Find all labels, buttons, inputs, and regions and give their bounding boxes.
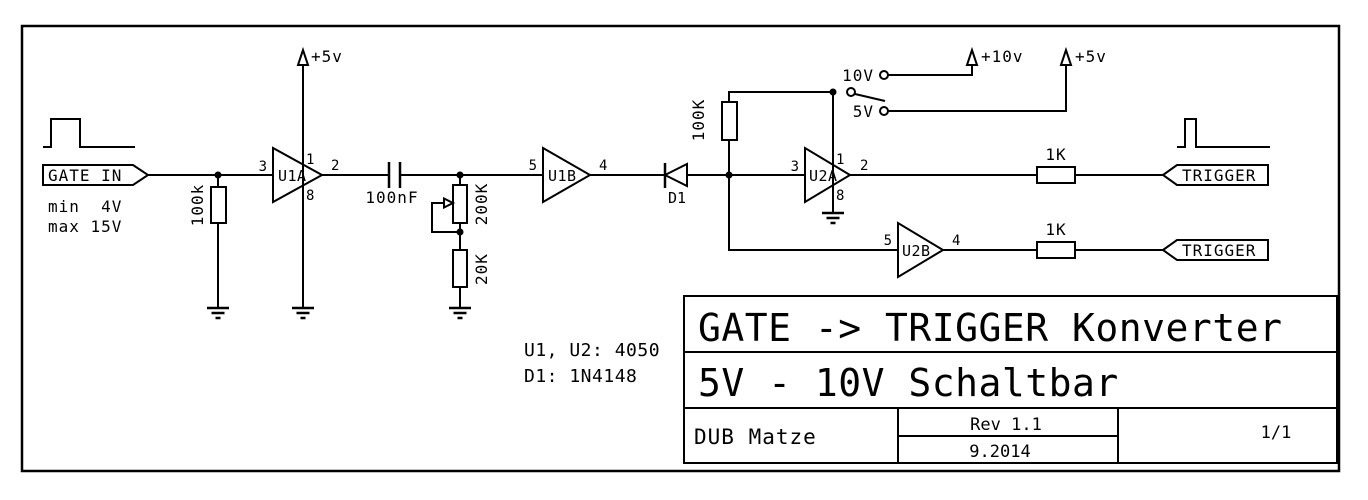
- pin-label: 2: [860, 158, 868, 174]
- capacitor-value-label: 100nF: [365, 188, 418, 207]
- potentiometer-value-label: 200K: [472, 183, 491, 226]
- switch-throw-5v-terminal: [879, 106, 889, 116]
- power-arrow-icon: [965, 46, 979, 66]
- title-block-revision: Rev 1.1: [970, 415, 1042, 435]
- switch-throw-10v-terminal: [879, 70, 889, 80]
- resistor-value-label: 1K: [1045, 220, 1066, 239]
- pin-label: 1: [836, 152, 844, 168]
- title-block: GATE -> TRIGGER Konverter 5V - 10V Schal…: [683, 295, 1338, 464]
- diode-d1: D1: [662, 162, 688, 207]
- title-block-author: DUB Matze: [694, 425, 817, 449]
- switch-lever: [854, 93, 886, 102]
- buffer-u2a: U2A 3 2 1 8: [791, 146, 868, 204]
- resistor-input-100k: 100k: [188, 184, 227, 227]
- rail-5v-label: +5v: [1075, 47, 1107, 66]
- junction-dot: [829, 88, 837, 96]
- buffer-u1b: U1B 5 4: [529, 146, 607, 204]
- resistor-value-label: 20K: [472, 253, 491, 285]
- switch-pos-10v-label: 10V: [842, 66, 874, 85]
- note-ics: U1, U2: 4050: [524, 340, 660, 361]
- trigger-pulse-waveform-icon: [1177, 118, 1270, 148]
- title-block-outline: [683, 295, 1338, 464]
- buffer-u2b: U2B 5 4: [884, 221, 960, 279]
- buffer-u1a: U1A 3 2 1 8: [259, 146, 339, 204]
- ground-icon: [449, 306, 471, 320]
- trigger-flag-top: TRIGGER: [1161, 164, 1269, 186]
- buffer-ref-label: U1A: [278, 167, 307, 185]
- title-block-sheet: 1/1: [1261, 423, 1292, 443]
- trigger-flag-bottom: TRIGGER: [1161, 239, 1269, 261]
- title-block-date: 9.2014: [969, 442, 1030, 462]
- pin-label: 8: [836, 188, 844, 204]
- wire-pot-wiper: [431, 202, 460, 233]
- wiper-arrow-icon: [443, 196, 456, 210]
- wire-pullup-and-u2a-supply: [728, 91, 834, 213]
- resistor-out-top-1k: 1K: [1036, 145, 1076, 184]
- u1-rail-label: +5v: [311, 47, 343, 66]
- resistor-out-bottom-1k: 1K: [1036, 220, 1076, 259]
- gate-min-note: min 4V: [48, 197, 122, 216]
- trigger-flag-label: TRIGGER: [1182, 241, 1256, 260]
- note-diode: D1: 1N4148: [524, 366, 637, 387]
- capacitor-100nf: 100nF: [365, 162, 418, 207]
- ground-icon: [292, 306, 314, 320]
- pin-label: 3: [259, 159, 267, 175]
- page-border: [20, 24, 1341, 473]
- resistor-pullup-100k: 100K: [689, 99, 738, 142]
- switch-pos-5v-label: 5V: [853, 102, 874, 121]
- resistor-value-label: 100K: [689, 99, 708, 142]
- gate-max-note: max 15V: [48, 217, 122, 236]
- ground-icon: [822, 211, 844, 225]
- pin-label: 1: [306, 152, 314, 168]
- junction-dot: [725, 171, 733, 179]
- ground-icon: [207, 306, 229, 320]
- trigger-flag-label: TRIGGER: [1182, 166, 1256, 185]
- gate-in-flag-outline: [42, 164, 150, 186]
- potentiometer-200k: 200K: [443, 183, 491, 226]
- buffer-ref-label: U1B: [548, 167, 577, 185]
- voltage-select-switch: 10V 5V: [842, 66, 889, 121]
- junction-dot: [456, 171, 464, 179]
- junction-dot: [214, 171, 222, 179]
- title-block-subtitle: 5V - 10V Schaltbar: [698, 361, 1119, 405]
- gate-in-flag: GATE IN: [42, 164, 150, 186]
- power-arrow-icon: [296, 46, 310, 66]
- junction-dot: [456, 228, 464, 236]
- power-arrow-icon: [1059, 46, 1073, 66]
- resistor-value-label: 100k: [188, 184, 207, 227]
- title-block-title: GATE -> TRIGGER Konverter: [698, 306, 1282, 350]
- pin-label: 4: [599, 158, 607, 174]
- switch-pole-terminal: [846, 87, 856, 97]
- pin-label: 5: [884, 233, 892, 249]
- pin-label: 2: [331, 158, 339, 174]
- pin-label: 3: [791, 159, 799, 175]
- resistor-divider-20k: 20K: [452, 249, 491, 288]
- pin-label: 5: [529, 158, 537, 174]
- resistor-value-label: 1K: [1045, 145, 1066, 164]
- wire-node-to-u2b: [728, 140, 898, 251]
- gate-pulse-waveform-icon: [43, 118, 135, 148]
- rail-10v-label: +10v: [981, 47, 1024, 66]
- diode-ref-label: D1: [668, 189, 686, 207]
- buffer-ref-label: U2A: [809, 167, 838, 185]
- buffer-ref-label: U2B: [902, 242, 931, 260]
- wire-switch-rails: [888, 65, 1067, 112]
- gate-in-flag-label: GATE IN: [48, 166, 122, 185]
- pin-label: 8: [306, 188, 314, 204]
- pin-label: 4: [952, 233, 960, 249]
